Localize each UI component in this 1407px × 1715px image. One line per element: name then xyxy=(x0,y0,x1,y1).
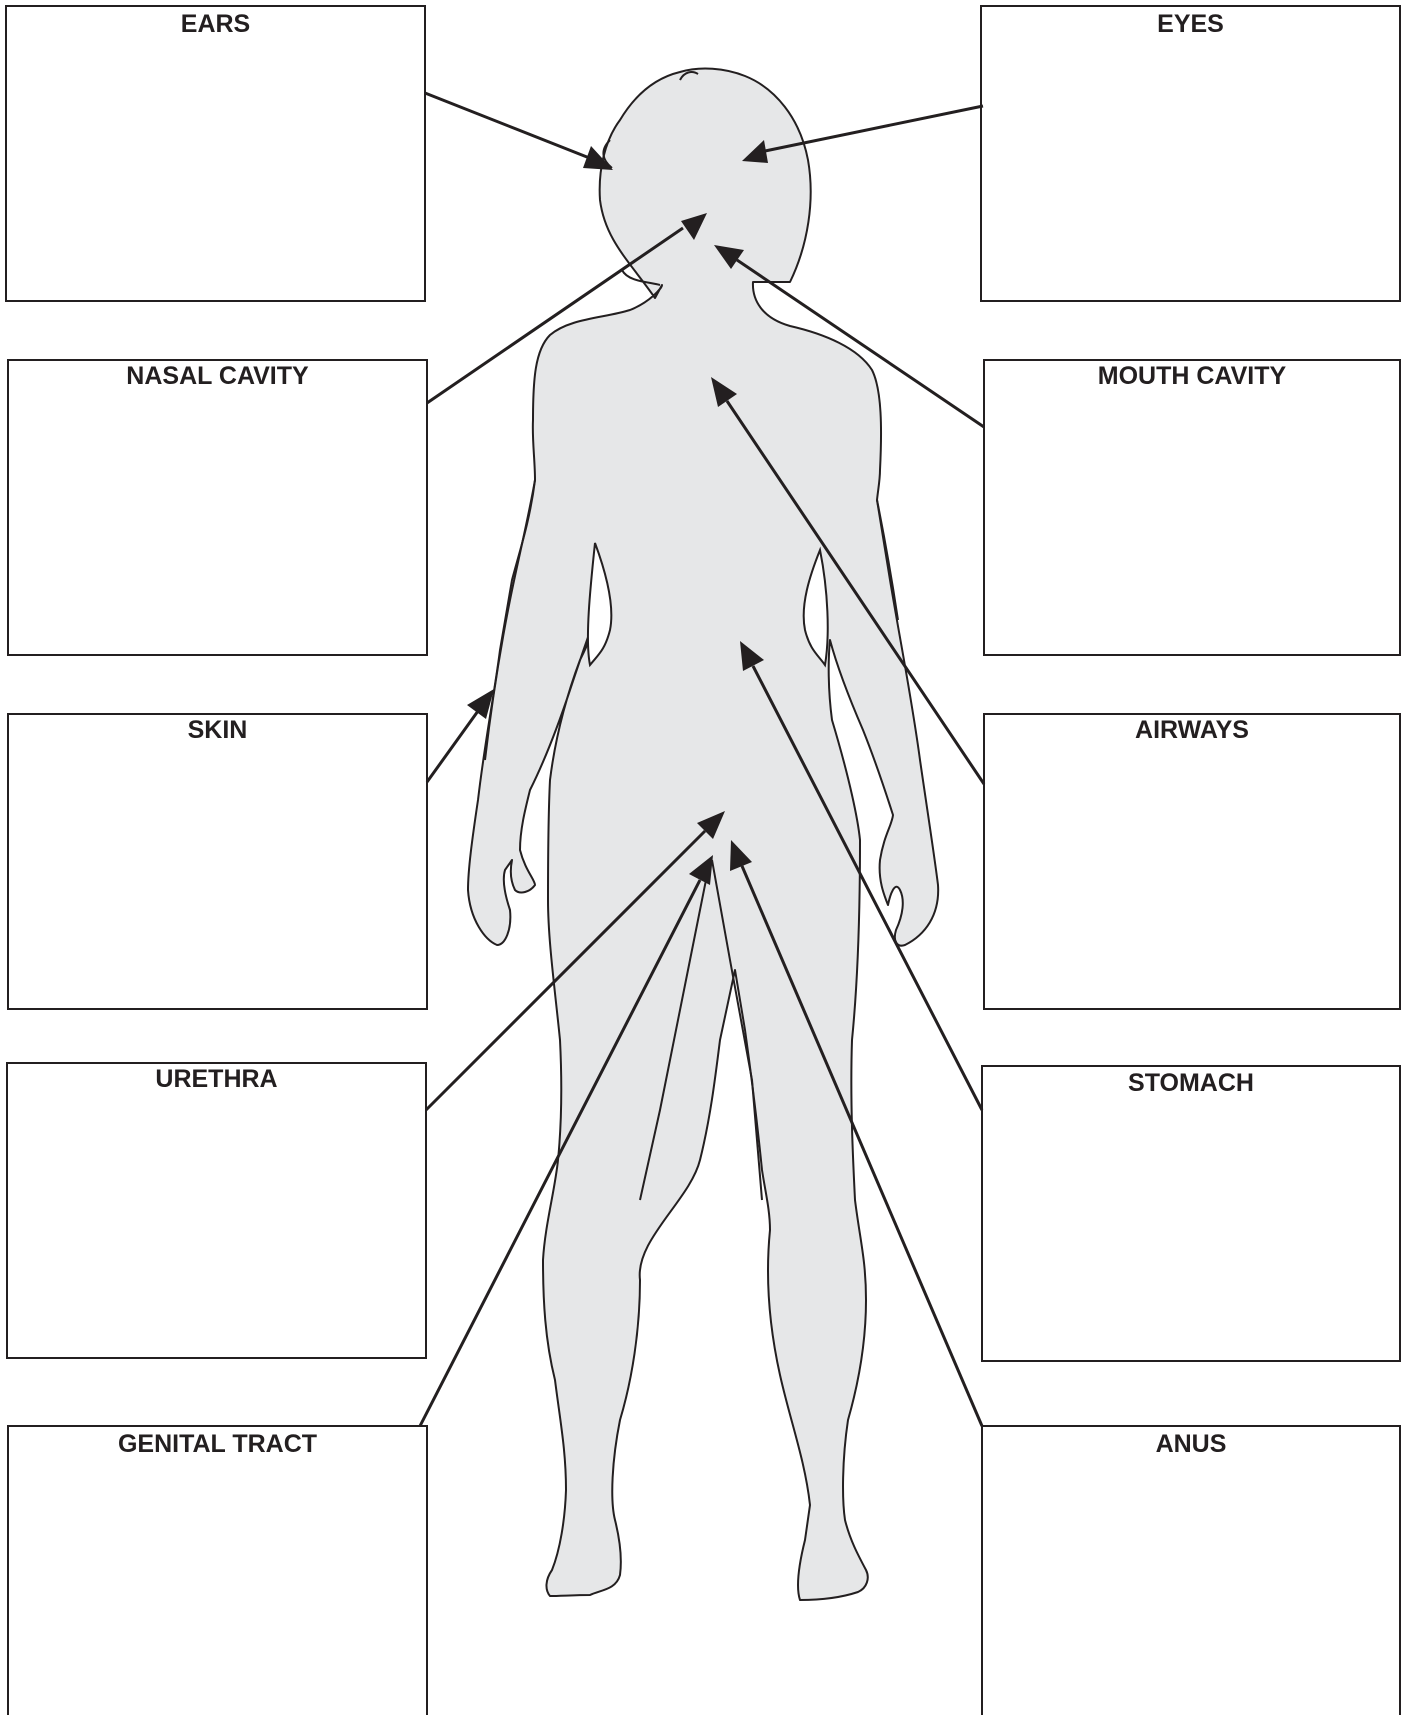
label-box-nasal-cavity[interactable]: NASAL CAVITY xyxy=(8,360,427,655)
mouth-cavity-box[interactable] xyxy=(984,360,1400,655)
genital-tract-box[interactable] xyxy=(8,1426,427,1715)
ears-label: EARS xyxy=(181,10,250,38)
arrow-skin-line xyxy=(427,711,478,782)
label-box-anus[interactable]: ANUS xyxy=(982,1426,1400,1715)
arrow-ears xyxy=(425,93,613,170)
arrow-ears-line xyxy=(425,93,592,159)
label-box-mouth-cavity[interactable]: MOUTH CAVITY xyxy=(984,360,1400,655)
nasal-cavity-label: NASAL CAVITY xyxy=(126,362,309,390)
anus-box[interactable] xyxy=(982,1426,1400,1715)
genital-tract-label: GENITAL TRACT xyxy=(118,1430,317,1458)
airways-box[interactable] xyxy=(984,714,1400,1009)
label-box-stomach[interactable]: STOMACH xyxy=(982,1066,1400,1361)
ears-box[interactable] xyxy=(6,6,425,301)
label-box-skin[interactable]: SKIN xyxy=(8,714,427,1009)
skin-box[interactable] xyxy=(8,714,427,1009)
anus-label: ANUS xyxy=(1156,1430,1227,1458)
urethra-label: URETHRA xyxy=(155,1065,277,1093)
stomach-box[interactable] xyxy=(982,1066,1400,1361)
eyes-label: EYES xyxy=(1157,10,1224,38)
label-box-ears[interactable]: EARS xyxy=(6,6,425,301)
urethra-box[interactable] xyxy=(7,1063,426,1358)
nasal-cavity-box[interactable] xyxy=(8,360,427,655)
label-box-airways[interactable]: AIRWAYS xyxy=(984,714,1400,1009)
eyes-box[interactable] xyxy=(981,6,1400,301)
mouth-cavity-label: MOUTH CAVITY xyxy=(1098,362,1287,390)
label-box-urethra[interactable]: URETHRA xyxy=(7,1063,426,1358)
airways-label: AIRWAYS xyxy=(1135,716,1249,744)
skin-label: SKIN xyxy=(188,716,248,744)
label-box-genital-tract[interactable]: GENITAL TRACT xyxy=(8,1426,427,1715)
label-box-eyes[interactable]: EYES xyxy=(981,6,1400,301)
stomach-label: STOMACH xyxy=(1128,1069,1254,1097)
